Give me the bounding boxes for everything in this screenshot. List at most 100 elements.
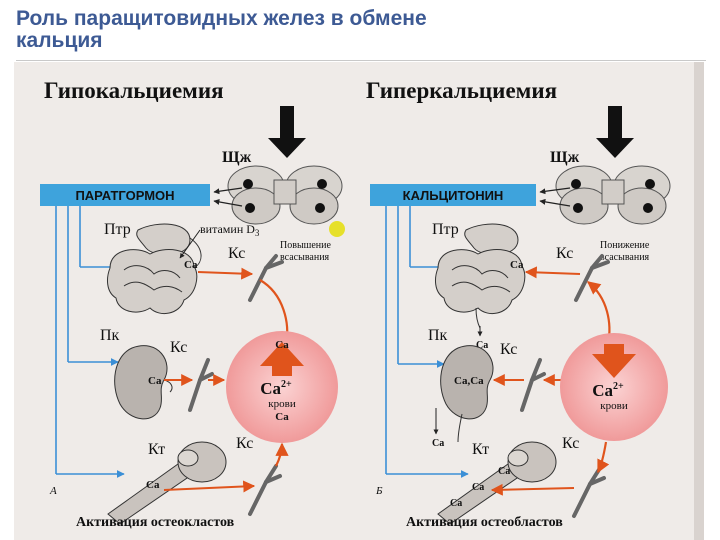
- right-ca-bone-2: Ca: [472, 482, 484, 493]
- left-ca-gut: Ca: [184, 259, 198, 271]
- left-gland-to-hormone-arrow-2: [213, 198, 243, 207]
- left-ks-bottom: Кс: [236, 435, 253, 452]
- right-panel: Гиперкальциемия Щж КАЛЬЦИТОНИН: [366, 78, 671, 530]
- left-panel-letter: А: [49, 485, 57, 497]
- left-vessel-top: [248, 254, 284, 302]
- right-intestine-label: Птр: [432, 221, 459, 238]
- left-parathyroid-dot-2: [317, 179, 327, 189]
- right-vessel-to-gut-arrow: [524, 266, 581, 279]
- slide-title-line-2: кальция: [16, 29, 103, 52]
- title-divider: [16, 60, 706, 61]
- right-panel-letter: Б: [375, 485, 383, 497]
- right-hormone-label: КАЛЬЦИТОНИН: [403, 188, 504, 203]
- right-thyroid-dot-3: [573, 203, 583, 213]
- left-parathyroid-dot-3: [245, 203, 255, 213]
- left-stimulus-arrow: [268, 106, 306, 158]
- right-ks-mid: Кс: [500, 341, 517, 358]
- left-gut-to-vessel-arrow: [197, 267, 254, 280]
- left-blood-ion: Ca2+: [260, 379, 292, 398]
- left-kidney-label: Пк: [100, 327, 120, 344]
- right-ca-bone-1: Ca: [498, 466, 510, 477]
- right-ca-urine: Ca: [432, 438, 444, 449]
- left-hormone-box: [40, 184, 210, 206]
- right-effect-line-1: Понижение: [600, 240, 650, 251]
- left-panel: Гипокальциемия Щж ПАРАТГОРМОН: [40, 78, 345, 530]
- right-blood-ion-charge: 2+: [613, 381, 624, 392]
- left-thyroid-gland: [227, 165, 343, 225]
- left-hormone-label: ПАРАТГОРМОН: [75, 188, 174, 203]
- left-kidney-illustration: [114, 345, 173, 420]
- right-effect-line-2: всасывания: [600, 252, 650, 263]
- right-gland-to-hormone-arrow-2: [539, 198, 571, 207]
- right-kidney-illustration: [440, 345, 494, 443]
- left-vitamin-label: витамин D3: [200, 222, 260, 238]
- right-blood-ion-symbol: Ca: [592, 381, 613, 400]
- right-kidney-label: Пк: [428, 327, 448, 344]
- left-ks-mid: Кс: [170, 339, 187, 356]
- right-vessel-to-bone-arrow: [490, 483, 575, 496]
- right-ca-kidney: Ca,Ca: [454, 375, 484, 387]
- left-footer: Активация остеокластов: [76, 515, 235, 530]
- left-vessel-mid: [188, 358, 214, 412]
- right-ca-gut-1: Ca: [510, 259, 524, 271]
- right-thyroid-dot-1: [571, 179, 581, 189]
- left-blood-ca-top: Ca: [275, 339, 289, 351]
- right-heading: Гиперкальциемия: [366, 78, 557, 103]
- left-parathyroid-dot-1: [243, 179, 253, 189]
- right-gland-label: Щж: [550, 149, 580, 166]
- right-ca-bone-3: Ca: [450, 498, 462, 509]
- slide-title-line-1: Роль паращитовидных желез в обмене: [16, 7, 427, 30]
- left-intestine-label: Птр: [104, 221, 131, 238]
- right-footer: Активация остеобластов: [406, 515, 563, 530]
- figure-scan-edge: [694, 62, 704, 540]
- right-hormone-box: [370, 184, 536, 206]
- left-blood-calcium-circle: [226, 331, 338, 443]
- right-ca-gut-2: Ca: [476, 340, 488, 351]
- right-ks-bottom: Кс: [562, 435, 579, 452]
- calcium-regulation-diagram: Гипокальциемия Щж ПАРАТГОРМОН: [14, 62, 704, 540]
- left-effect-line-1: Повышение: [280, 240, 332, 251]
- right-blood-to-vessel-arrow-bottom: [597, 441, 610, 474]
- right-blood-fall-arrow: [592, 344, 636, 378]
- left-blood-rise-arrow: [260, 342, 304, 376]
- right-vessel-top: [574, 254, 610, 302]
- left-ks-top: Кс: [228, 245, 245, 262]
- right-thyroid-dot-2: [645, 179, 655, 189]
- right-blood-ion: Ca2+: [592, 381, 624, 400]
- left-parathyroid-dot-4: [315, 203, 325, 213]
- left-blood-ion-charge: 2+: [281, 379, 292, 390]
- slide-title: Роль паращитовидных желез в обмене кальц…: [16, 8, 656, 52]
- right-stimulus-arrow: [596, 106, 634, 158]
- left-gland-label: Щж: [222, 149, 252, 166]
- right-ks-top: Кс: [556, 245, 573, 262]
- left-vitamin-arrow: [179, 229, 201, 259]
- right-bone-illustration: [437, 441, 557, 525]
- left-bone-to-vessel-arrow: [163, 480, 256, 493]
- left-heading: Гипокальциемия: [44, 78, 224, 103]
- left-vessel-bottom: [248, 464, 282, 516]
- left-vitamin-dot: [329, 221, 345, 237]
- left-vitamin-subscript: 3: [255, 228, 260, 238]
- left-ca-kidney-left: Ca: [148, 375, 162, 387]
- left-vitamin-name: витамин D: [200, 222, 255, 236]
- left-blood-ca-bottom: Ca: [275, 411, 289, 423]
- right-vessel-mid: [520, 358, 546, 412]
- left-blood-ion-symbol: Ca: [260, 379, 281, 398]
- right-thyroid-gland: [555, 165, 671, 225]
- left-vessel-to-blood-arrow-bottom: [275, 442, 289, 467]
- left-bone-illustration: [107, 441, 227, 525]
- right-bone-label: Кт: [472, 441, 489, 458]
- left-intestine-illustration: [107, 223, 202, 315]
- left-effect-line-2: всасывания: [280, 252, 330, 263]
- right-gland-to-hormone-arrow-1: [539, 187, 571, 195]
- left-gland-to-hormone-arrow-1: [213, 187, 243, 195]
- right-thyroid-dot-4: [643, 203, 653, 213]
- right-hormone-distribution-lines: [385, 206, 469, 478]
- left-bone-label: Кт: [148, 441, 165, 458]
- right-blood-calcium-circle: [560, 333, 668, 441]
- left-blood-label: крови: [268, 398, 296, 410]
- right-blood-label: крови: [600, 400, 628, 412]
- right-intestine-illustration: [435, 223, 526, 329]
- left-ca-bone: Ca: [146, 479, 160, 491]
- right-vessel-bottom: [572, 466, 606, 518]
